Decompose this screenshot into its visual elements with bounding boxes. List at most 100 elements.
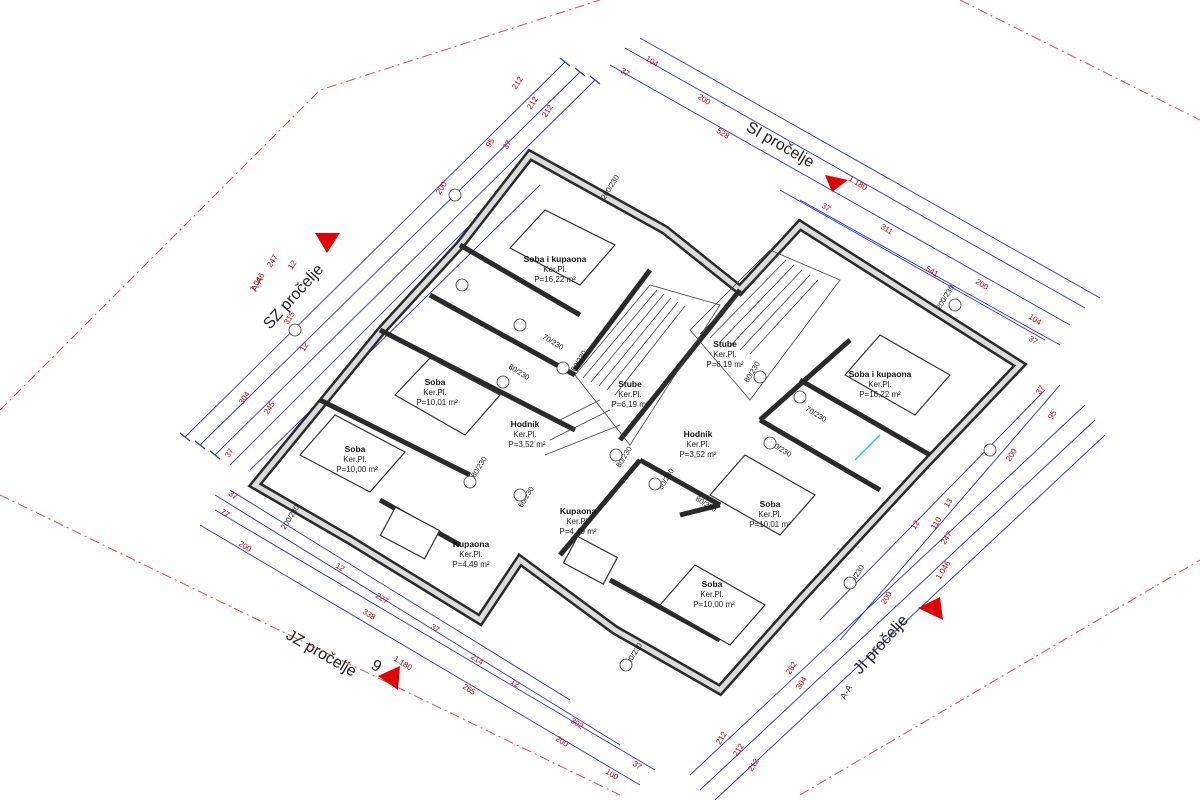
facade-labels: SZ pročelje SI pročelje JZ pročelje JI p… [260,119,911,681]
svg-text:P=4,49 m²: P=4,49 m² [559,527,596,536]
svg-text:200: 200 [696,92,713,107]
svg-text:P=6,19 m²: P=6,19 m² [611,400,648,409]
svg-text:Soba: Soba [345,444,366,454]
svg-text:Kupaona: Kupaona [453,539,490,549]
svg-text:13: 13 [942,496,955,509]
stairs-left [544,284,721,456]
svg-text:80/230: 80/230 [469,455,489,479]
svg-text:Soba i kupaona: Soba i kupaona [524,254,587,264]
svg-text:304: 304 [794,675,809,692]
si-facade-marker [825,175,848,192]
svg-text:P=3,52 m²: P=3,52 m² [508,440,545,449]
svg-text:Ker.Pl.: Ker.Pl. [543,265,567,274]
svg-text:110: 110 [929,515,944,531]
svg-text:Hodnik: Hodnik [511,419,540,429]
marker-number: 9 [368,657,384,676]
svg-text:528: 528 [715,126,732,141]
svg-text:200: 200 [974,277,991,292]
svg-text:200: 200 [1004,447,1019,464]
svg-text:70/230: 70/230 [541,332,565,352]
dimension-lines-se [689,384,1106,800]
svg-text:200: 200 [554,734,571,749]
svg-text:95: 95 [1046,408,1059,421]
facade-label-jz: JZ pročelje [283,627,359,681]
svg-text:P=10,00 m²: P=10,00 m² [336,465,378,474]
svg-text:227: 227 [374,591,391,606]
dimension-labels-nw: 212 212 212 1.046 247 95 37 200 315 12 3… [223,75,555,460]
svg-text:P=10,01 m²: P=10,01 m² [749,520,791,529]
svg-text:Ker.Pl.: Ker.Pl. [513,430,537,439]
dimension-ticks-nw [179,57,601,460]
dimension-lines-sw [199,489,656,786]
svg-text:338: 338 [361,607,378,622]
svg-text:212: 212 [510,75,525,92]
svg-text:104: 104 [1027,312,1044,327]
svg-text:Soba i kupaona: Soba i kupaona [849,369,912,379]
svg-text:Ker.Pl.: Ker.Pl. [566,517,590,526]
svg-text:1.046: 1.046 [934,559,953,581]
svg-text:P=10,00 m²: P=10,00 m² [693,600,735,609]
svg-text:37: 37 [501,138,514,151]
svg-text:12: 12 [334,561,347,574]
svg-text:100: 100 [604,767,621,782]
svg-text:247: 247 [939,530,954,547]
svg-text:212: 212 [714,730,729,747]
svg-text:12: 12 [909,518,922,531]
svg-text:77: 77 [219,507,232,520]
svg-text:Stube: Stube [618,379,642,389]
sz-facade-marker [315,233,340,253]
svg-text:P=16,22 m²: P=16,22 m² [859,390,901,399]
dimension-lines-ne [609,37,1101,346]
furniture [299,209,951,646]
svg-text:Ker.Pl.: Ker.Pl. [423,388,447,397]
svg-text:37: 37 [223,446,236,459]
section-mark-se: A-A [838,683,854,701]
facade-label-sz: SZ pročelje [260,261,327,333]
svg-text:245: 245 [262,400,277,417]
svg-text:37: 37 [227,489,240,502]
svg-text:P=6,19 m²: P=6,19 m² [706,360,743,369]
interior-walls [318,242,932,643]
svg-text:200: 200 [434,180,449,197]
svg-text:Ker.Pl.: Ker.Pl. [459,550,483,559]
svg-text:95: 95 [484,136,497,149]
svg-text:37: 37 [619,66,632,79]
svg-text:Ker.Pl.: Ker.Pl. [868,380,892,389]
svg-text:302: 302 [569,716,586,731]
svg-text:Ker.Pl.: Ker.Pl. [686,440,710,449]
svg-text:37: 37 [429,622,442,635]
svg-text:265: 265 [461,682,478,697]
building-walls [247,148,1028,697]
svg-text:P=3,52 m²: P=3,52 m² [679,450,716,459]
svg-text:Soba: Soba [702,579,723,589]
dimension-lines-nw [184,61,596,471]
stairs-right [689,249,841,401]
svg-text:Hodnik: Hodnik [684,429,713,439]
facade-label-ji: JI pročelje [850,612,911,678]
facade-markers [315,175,943,690]
svg-text:Ker.Pl.: Ker.Pl. [713,350,737,359]
svg-text:212: 212 [731,742,746,759]
svg-text:Ker.Pl.: Ker.Pl. [758,510,782,519]
svg-text:37: 37 [631,759,644,772]
svg-text:Ker.Pl.: Ker.Pl. [343,455,367,464]
svg-text:247: 247 [265,253,280,270]
svg-text:80/230: 80/230 [507,362,531,382]
svg-text:212: 212 [525,95,540,112]
svg-text:1.180: 1.180 [847,174,869,193]
svg-text:282: 282 [784,660,799,677]
